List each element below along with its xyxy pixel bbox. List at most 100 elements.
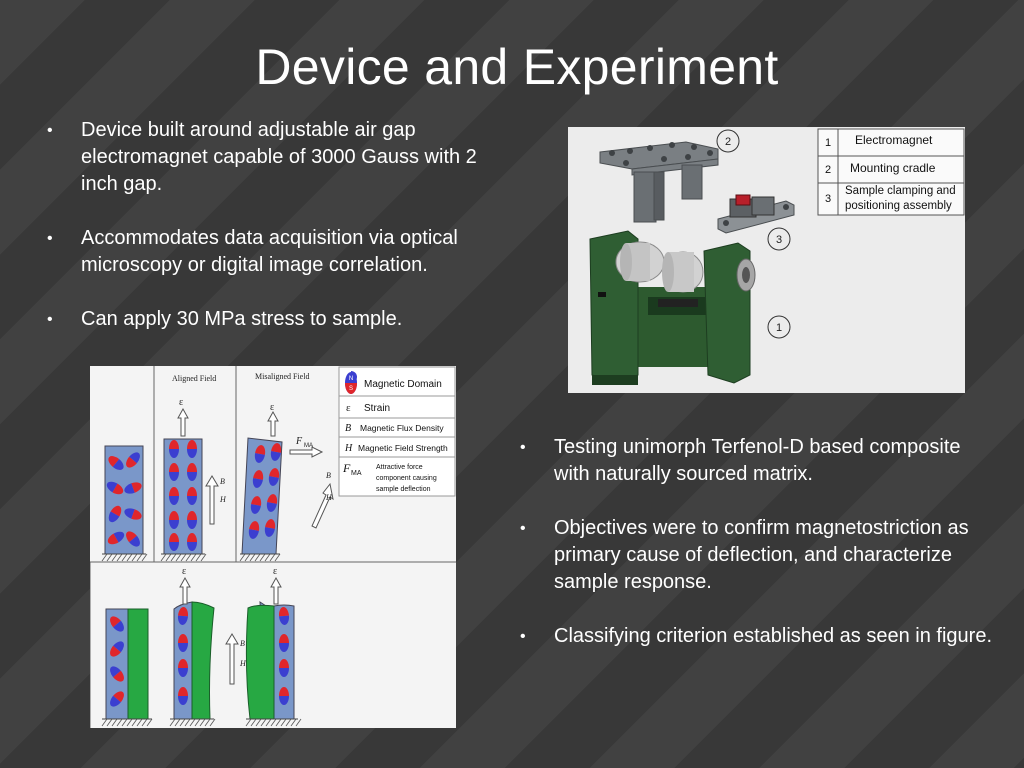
- hatch-line: [126, 553, 133, 562]
- magnetic-domain: [107, 531, 125, 545]
- bullet-item: •Accommodates data acquisition via optic…: [47, 225, 517, 279]
- hatch-line: [195, 553, 202, 562]
- magnetic-domain: [264, 519, 276, 537]
- hatch-line: [169, 718, 176, 727]
- hatch-line: [121, 553, 128, 562]
- field-arrows: [205, 446, 334, 685]
- bullet-text: Classifying criterion established as see…: [554, 625, 992, 647]
- hatch-line: [160, 553, 167, 562]
- legend-strain: Strain: [364, 403, 390, 414]
- right-bullet-list: •Testing unimorph Terfenol-D based compo…: [520, 434, 1000, 677]
- legend-h-sym: H: [344, 443, 353, 454]
- magnetic-domain: [266, 494, 278, 512]
- hatch-line: [174, 718, 181, 727]
- legend-n: N: [349, 376, 353, 382]
- magnetic-domain: [169, 463, 179, 481]
- b-label: B: [220, 477, 225, 486]
- hatch-line: [260, 718, 267, 727]
- epsilon-label: ε: [179, 397, 183, 408]
- magnetic-domain: [110, 641, 124, 657]
- callout-3-label: 3: [776, 234, 782, 246]
- hatch-line: [180, 553, 187, 562]
- magnetic-domain: [110, 666, 124, 682]
- hatch-line: [106, 718, 113, 727]
- electromagnet-shape: [589, 230, 756, 385]
- hatch-line: [106, 553, 113, 562]
- legend-domain: Magnetic Domain: [364, 379, 442, 390]
- hatch-line: [209, 718, 216, 727]
- hatch-line: [185, 553, 192, 562]
- bullet-text: Device built around adjustable air gap e…: [81, 119, 477, 195]
- magnetic-domain: [187, 487, 197, 505]
- magnetic-domain: [108, 456, 124, 470]
- bullet-item: •Can apply 30 MPa stress to sample.: [47, 306, 517, 333]
- callout-1: 1: [767, 315, 791, 339]
- hatch-line: [126, 718, 133, 727]
- magnetic-domain: [106, 481, 124, 495]
- magnetic-domain: [178, 634, 188, 652]
- legend-f-line3: sample deflection: [376, 486, 431, 493]
- cradle-bolts: [609, 142, 713, 166]
- composite-unmagnetized: [102, 608, 152, 720]
- hatch-line: [270, 718, 277, 727]
- f-label: F: [295, 436, 303, 447]
- magnetic-domain: [279, 634, 289, 652]
- legend-s: S: [349, 386, 353, 392]
- magnetic-domain: [110, 691, 124, 707]
- header-misaligned: Misaligned Field: [255, 372, 309, 381]
- legend-f-line1: Attractive force: [376, 464, 423, 471]
- hatch-line: [184, 718, 191, 727]
- magnetic-domain: [169, 511, 179, 529]
- hatch-line: [269, 553, 276, 562]
- bullet-item: •Device built around adjustable air gap …: [47, 117, 517, 198]
- legend-strain-sym: ε: [346, 402, 351, 414]
- hatch-line: [179, 718, 186, 727]
- magnetic-domain: [169, 533, 179, 551]
- legend-h: Magnetic Field Strength: [358, 443, 448, 453]
- domain-diagram-figure: Aligned Field Misaligned Field N S Magne…: [89, 366, 456, 728]
- magnetic-domain: [279, 659, 289, 677]
- legend-f-line2: component causing: [376, 475, 437, 482]
- header-aligned: Aligned Field: [172, 374, 216, 383]
- bullet-glyph: •: [520, 439, 526, 456]
- magnetic-domain: [187, 511, 197, 529]
- part-label-2: Mounting cradle: [850, 161, 936, 175]
- part-label-3a: Sample clamping and: [845, 185, 956, 197]
- magnetic-domain: [177, 607, 189, 625]
- hatch-line: [280, 718, 287, 727]
- hatch-line: [199, 718, 206, 727]
- hatch-line: [295, 718, 302, 727]
- magnetic-domain: [187, 440, 197, 458]
- f-sub-label: MA: [304, 443, 313, 449]
- h-label: H: [239, 659, 247, 668]
- hatch-line: [131, 718, 138, 727]
- hatch-line: [141, 553, 148, 562]
- hatch-line: [121, 718, 128, 727]
- magnetic-domain: [187, 463, 197, 481]
- legend-b: Magnetic Flux Density: [360, 423, 444, 433]
- bullet-text: Accommodates data acquisition via optica…: [81, 227, 458, 276]
- hatch-line: [275, 718, 282, 727]
- hatch-line: [274, 553, 281, 562]
- bullet-glyph: •: [520, 520, 526, 537]
- hatch-line: [146, 718, 153, 727]
- hatch-line: [244, 553, 251, 562]
- legend-f-sub: MA: [351, 470, 362, 477]
- legend: N S Magnetic Domain ε Strain B Magnetic …: [338, 366, 456, 497]
- part-label-3b: positioning assembly: [845, 200, 952, 212]
- hatch-line: [254, 553, 261, 562]
- hatch-line: [204, 718, 211, 727]
- epsilon-label: ε: [182, 566, 186, 577]
- magnetic-domain: [126, 531, 140, 547]
- hatch-line: [111, 718, 118, 727]
- hatch-line: [116, 553, 123, 562]
- bullet-text: Objectives were to confirm magnetostrict…: [554, 517, 969, 593]
- hatch-line: [101, 553, 108, 562]
- h-label: H: [219, 495, 227, 504]
- magnetic-domain: [178, 687, 188, 705]
- part-label-1: Electromagnet: [855, 133, 933, 147]
- hatch-line: [131, 553, 138, 562]
- magnetic-domain: [252, 470, 264, 488]
- hatch-line: [136, 553, 143, 562]
- hatch-line: [200, 553, 207, 562]
